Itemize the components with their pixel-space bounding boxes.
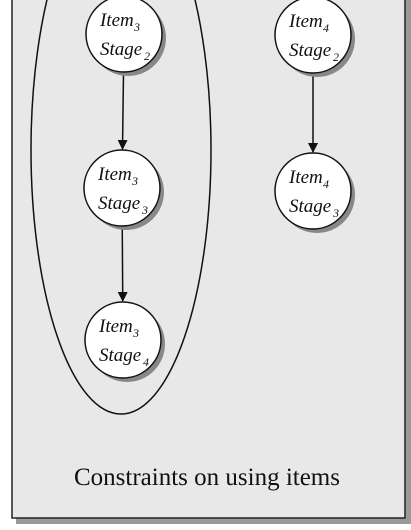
edge-item3-stage2-to-item3-stage3 [117,71,128,151]
item3-group-ellipse [30,0,212,415]
node-circle [83,149,161,227]
node-circle [274,0,352,74]
node-stage-subscript: 3 [141,203,148,217]
node-item-label: Item [97,164,132,185]
node-stage-subscript: 3 [332,206,339,220]
node-item-subscript: 3 [133,20,140,34]
node-circle [85,0,163,73]
node-stage-subscript: 2 [144,49,150,63]
node-item-label: Item [288,11,323,32]
node-stage-subscript: 2 [333,50,339,64]
node-stage-subscript: 4 [143,355,149,369]
node-stage-label: Stage [99,345,141,366]
node-item-label: Item [288,167,323,188]
node-circle [84,301,162,379]
node-item-subscript: 3 [132,326,139,340]
node-item-label: Item [98,316,133,337]
node-stage-label: Stage [289,196,331,217]
node-circle [274,152,352,230]
diagram-panel [11,0,406,519]
node-stage-label: Stage [100,39,142,60]
node-stage-label: Stage [98,193,140,214]
node-item-subscript: 4 [323,177,329,191]
node-stage-label: Stage [289,40,331,61]
node-item-label: Item [99,10,134,31]
edges [117,71,318,303]
diagram-caption: Constraints on using items [74,464,340,491]
node-item-subscript: 3 [131,174,138,188]
node-item-subscript: 4 [323,21,329,35]
